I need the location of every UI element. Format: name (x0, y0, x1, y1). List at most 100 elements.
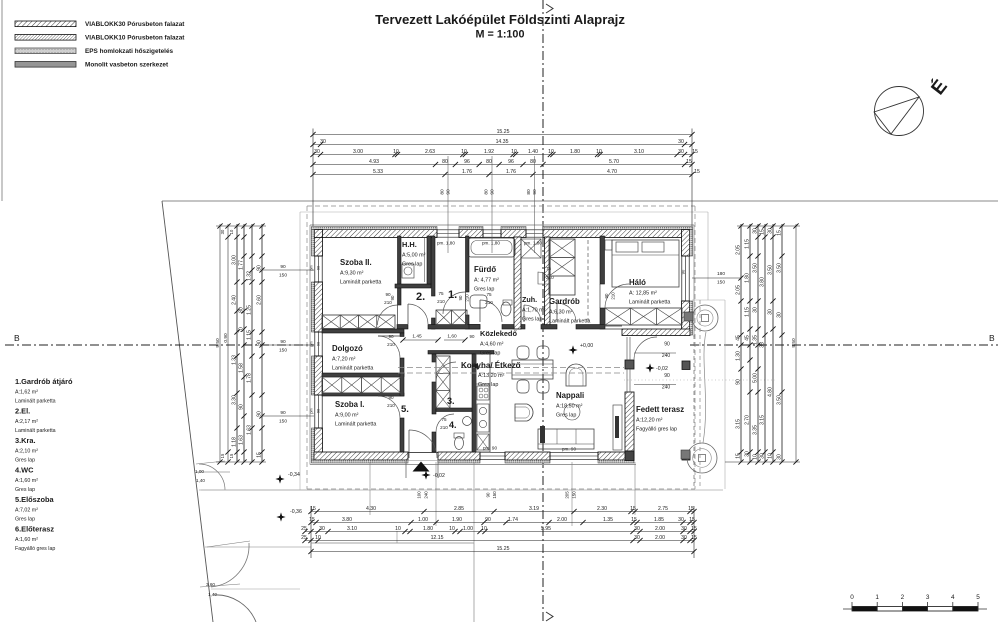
svg-text:1.80: 1.80 (570, 149, 580, 155)
svg-text:Laminált parketta: Laminált parketta (629, 300, 670, 306)
svg-text:+0,00: +0,00 (580, 343, 593, 349)
svg-text:Fagyálló gres lap: Fagyálló gres lap (15, 546, 55, 552)
svg-text:90: 90 (664, 342, 670, 348)
svg-text:90: 90 (681, 269, 686, 274)
svg-text:3,60: 3,60 (206, 582, 215, 587)
svg-text:3.10: 3.10 (634, 149, 644, 155)
svg-text:15: 15 (694, 169, 700, 175)
svg-text:90: 90 (446, 189, 452, 195)
svg-text:2.85: 2.85 (454, 506, 464, 512)
svg-text:3.50: 3.50 (753, 263, 759, 273)
svg-text:Gardrób: Gardrób (549, 297, 580, 306)
svg-text:80: 80 (239, 307, 245, 313)
svg-text:3.50: 3.50 (768, 265, 774, 275)
svg-text:15: 15 (310, 506, 316, 512)
svg-text:70: 70 (239, 327, 245, 333)
svg-text:5: 5 (976, 594, 980, 601)
svg-text:9.50: 9.50 (791, 338, 797, 348)
svg-text:1.45: 1.45 (412, 334, 422, 340)
svg-text:1.76: 1.76 (506, 169, 516, 175)
svg-text:2.: 2. (416, 291, 425, 303)
svg-text:210: 210 (437, 299, 445, 304)
svg-text:205: 205 (565, 491, 570, 499)
svg-text:A:9,30 m²: A:9,30 m² (340, 271, 364, 277)
svg-text:A:1,62 m²: A:1,62 m² (15, 390, 38, 396)
svg-text:3.00: 3.00 (232, 255, 238, 265)
svg-text:Dolgozó: Dolgozó (332, 344, 363, 353)
svg-text:5.70: 5.70 (609, 159, 619, 165)
svg-text:10: 10 (511, 149, 517, 155)
svg-text:210: 210 (387, 342, 395, 347)
svg-text:Fedett terasz: Fedett terasz (636, 405, 684, 414)
svg-text:10: 10 (315, 535, 321, 541)
svg-text:4: 4 (951, 594, 955, 601)
svg-text:75: 75 (438, 291, 444, 296)
svg-text:45: 45 (745, 335, 751, 341)
svg-text:Laminált parketta: Laminált parketta (15, 399, 56, 405)
svg-text:2.05: 2.05 (736, 245, 742, 255)
svg-text:3.Kra.: 3.Kra. (15, 436, 36, 445)
svg-text:90: 90 (490, 189, 496, 195)
svg-text:2.30: 2.30 (597, 506, 607, 512)
svg-text:A: 4,77 m²: A: 4,77 m² (474, 278, 499, 284)
svg-text:30: 30 (314, 149, 320, 155)
svg-text:Gres lap: Gres lap (556, 413, 576, 419)
svg-text:30: 30 (220, 229, 225, 234)
svg-text:3.80: 3.80 (342, 517, 352, 523)
svg-text:15: 15 (631, 517, 637, 523)
svg-text:3.00: 3.00 (353, 149, 363, 155)
svg-text:Gres lap: Gres lap (15, 487, 35, 493)
svg-text:1.25: 1.25 (247, 305, 253, 315)
svg-text:30: 30 (768, 228, 774, 234)
svg-text:210: 210 (611, 292, 616, 300)
svg-text:4.30: 4.30 (366, 506, 376, 512)
svg-text:80: 80 (486, 159, 492, 165)
svg-text:30: 30 (320, 139, 326, 145)
svg-text:90: 90 (317, 342, 321, 346)
svg-text:1.00: 1.00 (463, 526, 473, 532)
svg-text:2.00: 2.00 (655, 526, 665, 532)
svg-text:A:5,00 m²: A:5,00 m² (402, 253, 426, 259)
svg-text:25: 25 (301, 535, 307, 541)
svg-text:2.05: 2.05 (736, 285, 742, 295)
svg-text:1.78: 1.78 (247, 373, 253, 383)
svg-text:30: 30 (634, 526, 640, 532)
svg-text:3.50: 3.50 (777, 263, 783, 273)
svg-text:100: 100 (417, 491, 422, 499)
svg-text:15.25: 15.25 (497, 546, 510, 552)
svg-text:Gres lap: Gres lap (480, 351, 500, 357)
svg-text:Laminált parketta: Laminált parketta (332, 366, 373, 372)
svg-text:80: 80 (530, 159, 536, 165)
svg-text:10: 10 (449, 526, 455, 532)
svg-text:30: 30 (777, 454, 783, 460)
svg-text:1.15: 1.15 (247, 330, 253, 340)
svg-text:Közlekedő: Közlekedő (480, 329, 517, 338)
svg-text:90: 90 (317, 409, 321, 413)
svg-text:1,60: 1,60 (447, 334, 457, 340)
svg-text:210: 210 (465, 294, 470, 302)
svg-text:5.00: 5.00 (753, 373, 759, 383)
svg-text:180: 180 (717, 271, 725, 277)
svg-text:2.00: 2.00 (557, 517, 567, 523)
svg-text:pm. 1,80: pm. 1,80 (482, 241, 500, 246)
svg-text:240: 240 (662, 385, 671, 391)
svg-text:5.: 5. (401, 404, 409, 415)
svg-text:1.63: 1.63 (239, 435, 245, 445)
svg-text:1.80: 1.80 (745, 273, 751, 283)
svg-text:10: 10 (393, 149, 399, 155)
svg-text:90: 90 (257, 340, 263, 346)
svg-text:1.Gardrób átjáró: 1.Gardrób átjáró (15, 377, 73, 386)
svg-text:10: 10 (596, 149, 602, 155)
svg-text:Fürdő: Fürdő (474, 265, 496, 274)
svg-text:30: 30 (678, 139, 684, 145)
svg-text:2.63: 2.63 (425, 149, 435, 155)
svg-text:75: 75 (441, 417, 447, 422)
svg-text:A:6,30 m²: A:6,30 m² (549, 310, 573, 316)
svg-text:10: 10 (229, 229, 234, 234)
svg-text:3.10: 3.10 (347, 526, 357, 532)
svg-text:-0,02: -0,02 (433, 473, 445, 479)
svg-text:1.76: 1.76 (462, 169, 472, 175)
svg-text:3.19: 3.19 (529, 506, 539, 512)
svg-text:Gres lap: Gres lap (15, 458, 35, 464)
svg-text:3.: 3. (447, 396, 455, 406)
